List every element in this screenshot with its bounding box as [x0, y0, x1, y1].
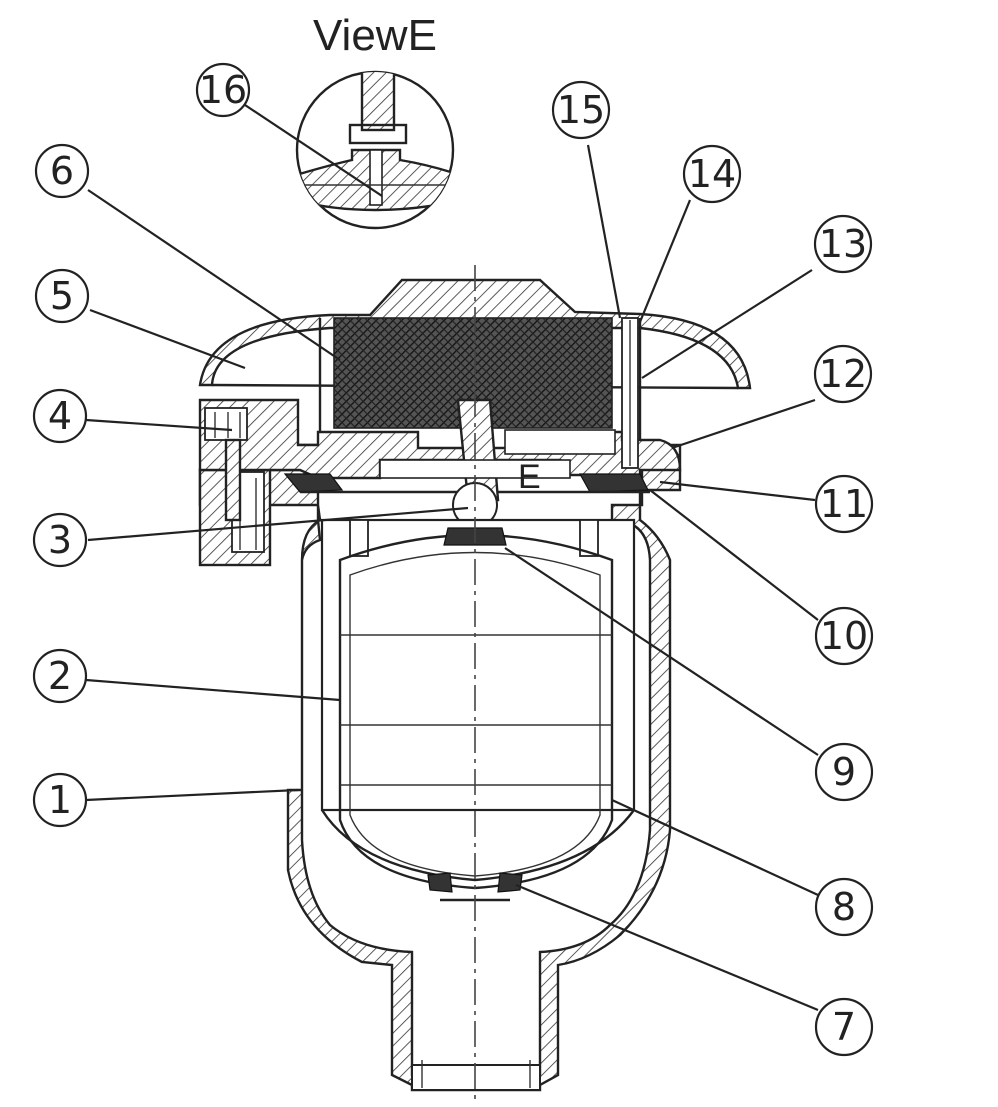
float-assembly	[320, 518, 636, 902]
callout-10-label: 10	[820, 614, 868, 658]
section-marker-e: E	[518, 458, 541, 496]
callout-1: 1	[32, 772, 88, 828]
callout-9: 9	[814, 742, 874, 802]
callout-12: 12	[813, 344, 873, 404]
callout-9-label: 9	[832, 750, 856, 794]
callout-14: 14	[682, 144, 742, 204]
callout-5-label: 5	[50, 274, 74, 318]
callout-10: 10	[814, 606, 874, 666]
callout-3: 3	[32, 512, 88, 568]
callout-16-label: 16	[199, 68, 247, 112]
callout-11: 11	[814, 474, 874, 534]
leader-lines	[85, 104, 819, 1012]
callout-4: 4	[32, 388, 88, 444]
callout-12-label: 12	[819, 352, 867, 396]
callout-14-label: 14	[688, 152, 736, 196]
callout-2: 2	[32, 648, 88, 704]
callout-13-label: 13	[819, 222, 867, 266]
callout-13: 13	[813, 214, 873, 274]
callout-1-label: 1	[48, 778, 72, 822]
callout-15-label: 15	[557, 88, 605, 132]
callout-8-label: 8	[832, 885, 856, 929]
callout-2-label: 2	[48, 654, 72, 698]
callout-3-label: 3	[48, 518, 72, 562]
callout-6-label: 6	[50, 149, 74, 193]
view-e-detail: ViewE	[295, 11, 455, 230]
callout-8: 8	[814, 877, 874, 937]
view-e-title: ViewE	[313, 11, 437, 60]
callout-16: 16	[195, 62, 251, 118]
callout-6: 6	[34, 143, 90, 199]
callout-11-label: 11	[820, 482, 868, 526]
callout-7-label: 7	[832, 1005, 856, 1049]
callout-15: 15	[551, 80, 611, 140]
callout-7: 7	[814, 997, 874, 1057]
valve-cover	[198, 398, 682, 522]
callout-4-label: 4	[48, 394, 72, 438]
callout-5: 5	[34, 268, 90, 324]
